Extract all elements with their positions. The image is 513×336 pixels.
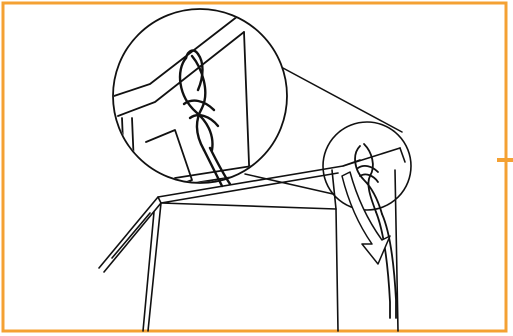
magnifier-callout-icon [113, 9, 290, 190]
